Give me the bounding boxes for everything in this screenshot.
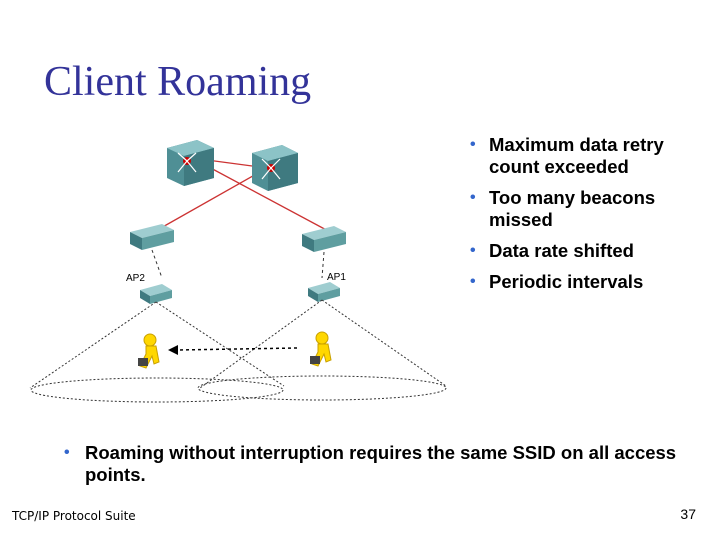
coverage-edge bbox=[321, 299, 447, 387]
ap1-label: AP1 bbox=[327, 272, 346, 283]
core-switch-icon bbox=[167, 140, 214, 186]
roaming-note: • Roaming without interruption requires … bbox=[64, 442, 677, 485]
uplink-line bbox=[321, 251, 325, 279]
bullet-icon: • bbox=[470, 273, 476, 290]
uplink-line bbox=[151, 249, 163, 279]
walking-person-icon bbox=[138, 333, 160, 369]
bullet-icon: • bbox=[470, 189, 476, 206]
link-line bbox=[191, 157, 333, 234]
bullet-icon: • bbox=[64, 444, 70, 461]
bullet-icon: • bbox=[470, 136, 476, 153]
bullet-icon: • bbox=[470, 242, 476, 259]
list-item: •Too many beacons missed bbox=[470, 187, 656, 230]
core-switch-icon bbox=[252, 145, 298, 191]
access-switch-icon bbox=[130, 224, 174, 250]
list-item: •Maximum data retry count exceeded bbox=[470, 134, 664, 177]
list-item: •Data rate shifted bbox=[470, 240, 634, 261]
walking-person-icon bbox=[310, 331, 332, 367]
ap2-label: AP2 bbox=[126, 273, 145, 284]
coverage-edge bbox=[155, 301, 285, 387]
coverage-edge bbox=[199, 299, 323, 389]
access-switch-icon bbox=[302, 226, 346, 252]
coverage-edge bbox=[29, 301, 157, 389]
link-line bbox=[151, 167, 268, 234]
footer-text: TCP/IP Protocol Suite bbox=[12, 509, 136, 523]
page-number: 37 bbox=[680, 506, 696, 522]
access-point-icon bbox=[308, 282, 340, 302]
coverage-area-ap2 bbox=[30, 377, 284, 403]
access-point-icon bbox=[140, 284, 172, 304]
coverage-area-ap1 bbox=[197, 375, 447, 401]
list-item: •Periodic intervals bbox=[470, 271, 644, 292]
movement-arrow bbox=[176, 347, 298, 351]
reason-list: •Maximum data retry count exceeded •Too … bbox=[470, 134, 710, 302]
roaming-diagram: AP2 AP1 bbox=[29, 140, 447, 403]
arrow-head-icon bbox=[168, 345, 178, 355]
slide-title: Client Roaming bbox=[44, 59, 312, 105]
